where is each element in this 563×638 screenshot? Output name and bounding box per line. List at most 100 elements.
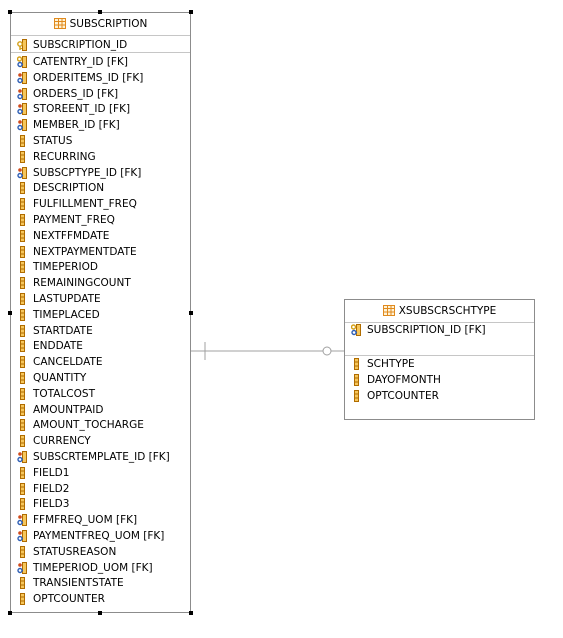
resize-handle[interactable] — [98, 611, 102, 615]
column-name: OPTCOUNTER — [367, 390, 439, 402]
column-name: PAYMENT_FREQ — [33, 214, 115, 226]
column-name: DESCRIPTION — [33, 182, 105, 195]
column-row-ffmfreq-uom-fk[interactable]: FFMFREQ_UOM [FK] — [17, 512, 137, 528]
column-name: NEXTFFMDATE — [33, 229, 110, 242]
column-row-fulfillment-freq[interactable]: FULFILLMENT_FREQ — [17, 196, 137, 212]
primary-foreign-key-icon — [351, 324, 362, 336]
column-name: ENDDATE — [33, 340, 83, 353]
xsubscrschtype-table-header[interactable]: XSUBSCRSCHTYPE — [345, 300, 534, 323]
resize-handle[interactable] — [8, 10, 12, 14]
column-row-field2[interactable]: FIELD2 — [17, 481, 69, 497]
resize-handle[interactable] — [8, 311, 12, 315]
resize-handle[interactable] — [8, 611, 12, 615]
foreign-key-icon — [17, 451, 28, 463]
column-name: PAYMENTFREQ_UOM [FK] — [33, 530, 165, 542]
column-row-member-id-fk[interactable]: MEMBER_ID [FK] — [17, 117, 120, 133]
column-row-optcounter[interactable]: OPTCOUNTER — [17, 591, 105, 607]
column-icon — [17, 387, 28, 400]
column-name: SUBSCRTEMPLATE_ID [FK] — [33, 451, 170, 463]
column-row-amount-tocharge[interactable]: AMOUNT_TOCHARGE — [17, 417, 144, 433]
column-icon — [17, 498, 28, 511]
column-name: FULFILLMENT_FREQ — [33, 198, 137, 211]
column-row-status[interactable]: STATUS — [17, 133, 72, 149]
column-icon — [17, 545, 28, 558]
column-name: RECURRING — [33, 150, 96, 163]
column-name: MEMBER_ID [FK] — [33, 119, 120, 132]
column-row-timeperiod-uom-fk[interactable]: TIMEPERIOD_UOM [FK] — [17, 560, 153, 576]
column-row-currency[interactable]: CURRENCY — [17, 433, 91, 449]
column-row-subscrtemplate-id-fk[interactable]: SUBSCRTEMPLATE_ID [FK] — [17, 449, 170, 465]
foreign-key-icon — [17, 514, 28, 527]
column-row-timeperiod[interactable]: TIMEPERIOD — [17, 259, 98, 275]
column-name: CATENTRY_ID [FK] — [33, 56, 128, 68]
column-name: FIELD3 — [33, 498, 70, 511]
column-icon — [17, 277, 28, 290]
column-icon — [17, 435, 28, 448]
column-row-statusreason[interactable]: STATUSREASON — [17, 544, 116, 560]
foreign-key-icon — [17, 103, 28, 116]
column-row-subscription-id[interactable]: SUBSCRIPTION_ID — [17, 37, 127, 53]
foreign-key-icon — [17, 119, 28, 132]
column-name: TIMEPERIOD_UOM [FK] — [33, 561, 153, 574]
resize-handle[interactable] — [189, 311, 193, 315]
column-row-optcounter[interactable]: OPTCOUNTER — [351, 388, 439, 404]
column-row-dayofmonth[interactable]: DAYOFMONTH — [351, 372, 441, 388]
column-row-field3[interactable]: FIELD3 — [17, 496, 69, 512]
column-row-nextpaymentdate[interactable]: NEXTPAYMENTDATE — [17, 244, 137, 260]
column-row-amountpaid[interactable]: AMOUNTPAID — [17, 402, 104, 418]
resize-handle[interactable] — [189, 10, 193, 14]
resize-handle[interactable] — [189, 611, 193, 615]
primary-foreign-key-icon — [17, 56, 28, 68]
column-icon — [351, 358, 362, 370]
column-name: TIMEPERIOD — [33, 261, 98, 274]
column-row-field1[interactable]: FIELD1 — [17, 465, 69, 481]
column-name: SUBSCPTYPE_ID [FK] — [33, 166, 142, 179]
column-name: FFMFREQ_UOM [FK] — [33, 514, 138, 527]
column-row-payment-freq[interactable]: PAYMENT_FREQ — [17, 212, 115, 228]
column-row-description[interactable]: DESCRIPTION — [17, 180, 104, 196]
column-icon — [17, 324, 28, 337]
column-icon — [17, 182, 28, 195]
column-name: STATUS — [33, 135, 73, 147]
resize-handle[interactable] — [98, 10, 102, 14]
column-row-lastupdate[interactable]: LASTUPDATE — [17, 291, 101, 307]
column-icon — [17, 419, 28, 432]
xsubscrschtype-table[interactable]: XSUBSCRSCHTYPE SUBSCRIPTION_ID [FK] SCHT… — [344, 299, 535, 420]
column-row-orders-id-fk[interactable]: ORDERS_ID [FK] — [17, 86, 118, 102]
column-row-remainingcount[interactable]: REMAININGCOUNT — [17, 275, 131, 291]
column-row-orderitems-id-fk[interactable]: ORDERITEMS_ID [FK] — [17, 70, 143, 86]
column-name: SUBSCRIPTION_ID [FK] — [367, 324, 486, 336]
column-row-paymentfreq-uom-fk[interactable]: PAYMENTFREQ_UOM [FK] — [17, 528, 164, 544]
subscription-table-header[interactable]: SUBSCRIPTION — [11, 13, 190, 36]
column-row-subscription-id-fk[interactable]: SUBSCRIPTION_ID [FK] — [351, 322, 486, 338]
column-name: STARTDATE — [33, 324, 93, 337]
column-row-quantity[interactable]: QUANTITY — [17, 370, 86, 386]
column-row-timeplaced[interactable]: TIMEPLACED — [17, 307, 100, 323]
column-row-subscptype-id-fk[interactable]: SUBSCPTYPE_ID [FK] — [17, 165, 141, 181]
column-icon — [17, 214, 28, 226]
column-row-totalcost[interactable]: TOTALCOST — [17, 386, 95, 402]
column-row-nextffmdate[interactable]: NEXTFFMDATE — [17, 228, 109, 244]
foreign-key-icon — [17, 530, 28, 542]
column-icon — [351, 374, 362, 386]
column-row-transientstate[interactable]: TRANSIENTSTATE — [17, 575, 124, 591]
column-name: OPTCOUNTER — [33, 593, 105, 606]
column-name: AMOUNT_TOCHARGE — [33, 419, 144, 432]
column-icon — [17, 261, 28, 274]
foreign-key-icon — [17, 87, 28, 100]
column-icon — [17, 482, 28, 495]
column-name: REMAININGCOUNT — [33, 277, 131, 290]
column-row-startdate[interactable]: STARTDATE — [17, 323, 93, 339]
column-row-schtype[interactable]: SCHTYPE — [351, 356, 415, 372]
subscription-table[interactable]: SUBSCRIPTION SUBSCRIPTION_ID CATENTRY_ID… — [10, 12, 191, 613]
column-row-storeent-id-fk[interactable]: STOREENT_ID [FK] — [17, 101, 130, 117]
column-row-enddate[interactable]: ENDDATE — [17, 338, 83, 354]
column-row-catentry-id-fk[interactable]: CATENTRY_ID [FK] — [17, 54, 128, 70]
column-icon — [17, 340, 28, 353]
primary-key-icon — [17, 39, 28, 51]
table-icon — [53, 18, 66, 30]
column-name: FIELD2 — [33, 482, 70, 495]
column-row-recurring[interactable]: RECURRING — [17, 149, 96, 165]
column-row-canceldate[interactable]: CANCELDATE — [17, 354, 103, 370]
